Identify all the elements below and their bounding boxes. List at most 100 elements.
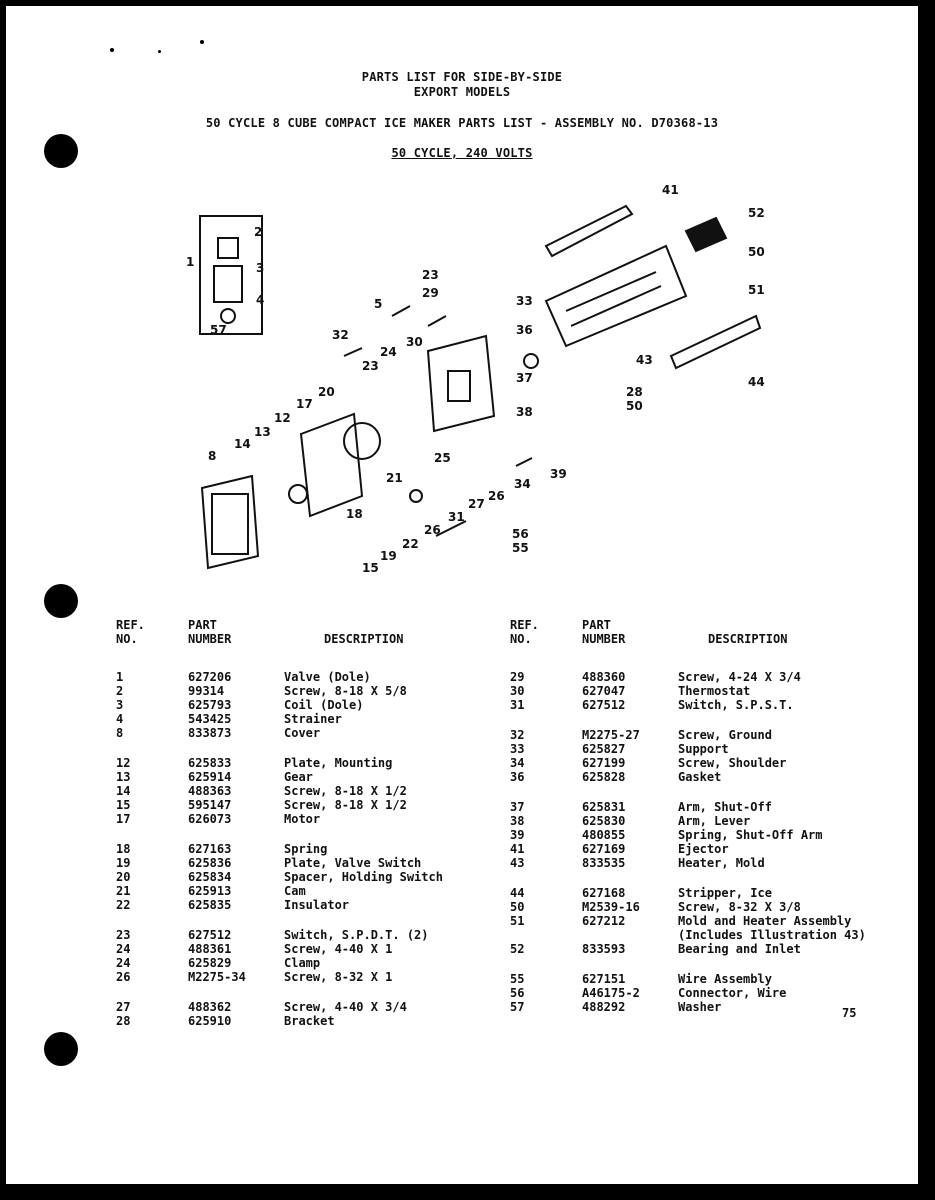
gear-shape xyxy=(288,484,308,504)
callout: 21 xyxy=(386,471,403,485)
cell-part: 625834 xyxy=(188,870,232,884)
cell-ref: 23 xyxy=(116,928,131,942)
cell-part: 625833 xyxy=(188,756,232,770)
callout: 12 xyxy=(274,411,291,425)
callout: 43 xyxy=(636,353,653,367)
callout: 36 xyxy=(516,323,533,337)
support-shape xyxy=(426,334,496,433)
cell-part: M2539-16 xyxy=(582,900,640,914)
callout: 37 xyxy=(516,371,533,385)
cell-ref: 27 xyxy=(116,1000,131,1014)
cell-ref: 52 xyxy=(510,942,525,956)
callout: 13 xyxy=(254,425,271,439)
valve-part xyxy=(220,308,236,324)
callout: 17 xyxy=(296,397,313,411)
col-header-desc: DESCRIPTION xyxy=(324,632,404,646)
callout: 14 xyxy=(234,437,251,451)
cell-ref: 20 xyxy=(116,870,131,884)
cell-ref: 4 xyxy=(116,712,124,726)
bearing-shape xyxy=(684,216,728,253)
cell-desc: Bracket xyxy=(284,1014,335,1028)
cell-desc: Switch, S.P.S.T. xyxy=(678,698,794,712)
cam-shape xyxy=(409,489,423,503)
callout: 41 xyxy=(662,183,679,197)
gasket-shape xyxy=(523,353,539,369)
cell-desc: Connector, Wire xyxy=(678,986,787,1000)
punch-hole xyxy=(44,1032,78,1066)
callout: 23 xyxy=(422,268,439,282)
cell-part: 627168 xyxy=(582,886,626,900)
callout: 50 xyxy=(626,399,643,413)
cell-part: 625829 xyxy=(188,956,232,970)
callout: 3 xyxy=(256,261,264,275)
motor-shape xyxy=(343,422,381,460)
cell-part: 625914 xyxy=(188,770,232,784)
callout: 30 xyxy=(406,335,423,349)
exploded-parts-diagram: 1 2 3 4 57 5 32 23 29 33 41 52 50 51 36 … xyxy=(166,176,806,586)
cell-desc: Screw, 8-18 X 1/2 xyxy=(284,784,407,798)
callout: 26 xyxy=(424,523,441,537)
callout: 15 xyxy=(362,561,379,575)
cell-part: 488292 xyxy=(582,1000,626,1014)
cell-desc: Heater, Mold xyxy=(678,856,765,870)
callout: 34 xyxy=(514,477,531,491)
callout: 19 xyxy=(380,549,397,563)
cell-part: 595147 xyxy=(188,798,232,812)
ejector-shape xyxy=(544,204,634,258)
cell-ref: 38 xyxy=(510,814,525,828)
cell-part: 488360 xyxy=(582,670,626,684)
cell-desc: Spacer, Holding Switch xyxy=(284,870,443,884)
cell-desc: Support xyxy=(678,742,729,756)
stripper-shape xyxy=(669,314,762,370)
callout: 44 xyxy=(748,375,765,389)
punch-hole xyxy=(44,134,78,168)
cell-part: 627512 xyxy=(188,928,232,942)
cell-ref: 8 xyxy=(116,726,124,740)
col-header-desc: DESCRIPTION xyxy=(708,632,788,646)
callout: 25 xyxy=(434,451,451,465)
cell-desc: Coil (Dole) xyxy=(284,698,364,712)
cell-ref: 24 xyxy=(116,956,131,970)
cell-desc: Screw, 4-40 X 3/4 xyxy=(284,1000,407,1014)
cell-desc: Arm, Lever xyxy=(678,814,751,828)
cell-part: 488362 xyxy=(188,1000,232,1014)
cell-part: 627512 xyxy=(582,698,626,712)
cell-part: M2275-27 xyxy=(582,728,640,742)
title-line-4: 50 CYCLE, 240 VOLTS xyxy=(391,146,533,160)
cell-part: M2275-34 xyxy=(188,970,246,984)
cell-desc: Screw, 8-32 X 3/8 xyxy=(678,900,801,914)
cell-ref: 56 xyxy=(510,986,525,1000)
cell-ref: 15 xyxy=(116,798,131,812)
speck xyxy=(158,50,161,53)
valve-part xyxy=(217,237,239,259)
cell-ref: 19 xyxy=(116,856,131,870)
callout: 33 xyxy=(516,294,533,308)
cell-desc: Screw, 4-24 X 3/4 xyxy=(678,670,801,684)
mounting-plate-shape xyxy=(299,412,364,518)
cell-ref: 26 xyxy=(116,970,131,984)
cell-ref: 22 xyxy=(116,898,131,912)
cell-ref: 51 xyxy=(510,914,525,928)
cell-part: 488363 xyxy=(188,784,232,798)
cell-part: 833593 xyxy=(582,942,626,956)
cell-ref: 55 xyxy=(510,972,525,986)
cell-desc: Gasket xyxy=(678,770,722,784)
cell-ref: 36 xyxy=(510,770,525,784)
cell-ref: 39 xyxy=(510,828,525,842)
cell-desc: Arm, Shut-Off xyxy=(678,800,772,814)
cell-part: 833873 xyxy=(188,726,232,740)
cell-part: 625827 xyxy=(582,742,626,756)
page-number: 75 xyxy=(842,1006,857,1020)
cell-ref: 18 xyxy=(116,842,131,856)
cell-desc: Insulator xyxy=(284,898,350,912)
cell-part: 625793 xyxy=(188,698,232,712)
cell-desc: Washer xyxy=(678,1000,722,1014)
callout: 51 xyxy=(748,283,765,297)
cell-desc: Switch, S.P.D.T. (2) xyxy=(284,928,429,942)
speck xyxy=(200,40,204,44)
mold-shape xyxy=(544,244,688,348)
cell-part: 626073 xyxy=(188,812,232,826)
col-header-ref: REF. NO. xyxy=(116,618,145,646)
